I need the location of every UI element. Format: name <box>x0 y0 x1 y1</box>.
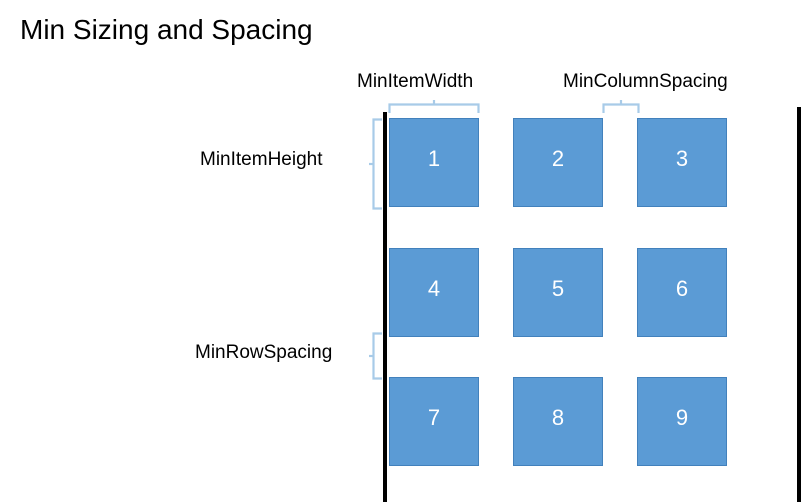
grid-item-label: 4 <box>427 276 441 301</box>
page-title: Min Sizing and Spacing <box>20 14 313 45</box>
grid-item[interactable]: 4 <box>389 248 479 337</box>
grid-item-label: 7 <box>427 405 441 430</box>
grid-item[interactable]: 8 <box>513 377 603 466</box>
grid-item[interactable]: 7 <box>389 377 479 466</box>
annotation-label-min-item-width: MinItemWidth <box>357 71 474 92</box>
annotation-label-min-item-height: MinItemHeight <box>200 149 323 170</box>
grid-item-label: 6 <box>675 276 689 301</box>
grid-item[interactable]: 5 <box>513 248 603 337</box>
grid-item[interactable]: 2 <box>513 118 603 207</box>
bracket-min-item-width <box>388 100 480 114</box>
grid-item-label: 9 <box>675 405 689 430</box>
grid-item[interactable]: 3 <box>637 118 727 207</box>
right-boundary-line <box>797 107 801 502</box>
annotation-label-min-row-spacing: MinRowSpacing <box>195 342 333 363</box>
grid-item[interactable]: 9 <box>637 377 727 466</box>
left-boundary-line <box>383 112 387 502</box>
grid-item-label: 3 <box>675 146 689 171</box>
grid-item-label: 1 <box>427 146 441 171</box>
annotation-label-min-column-spacing: MinColumnSpacing <box>563 71 728 92</box>
grid-item-label: 8 <box>551 405 565 430</box>
bracket-min-column-spacing <box>602 100 640 114</box>
grid-item-label: 2 <box>551 146 565 171</box>
bracket-min-item-height <box>369 118 383 210</box>
bracket-min-row-spacing <box>369 332 383 380</box>
grid-item-label: 5 <box>551 276 565 301</box>
grid-item[interactable]: 6 <box>637 248 727 337</box>
grid-item[interactable]: 1 <box>389 118 479 207</box>
